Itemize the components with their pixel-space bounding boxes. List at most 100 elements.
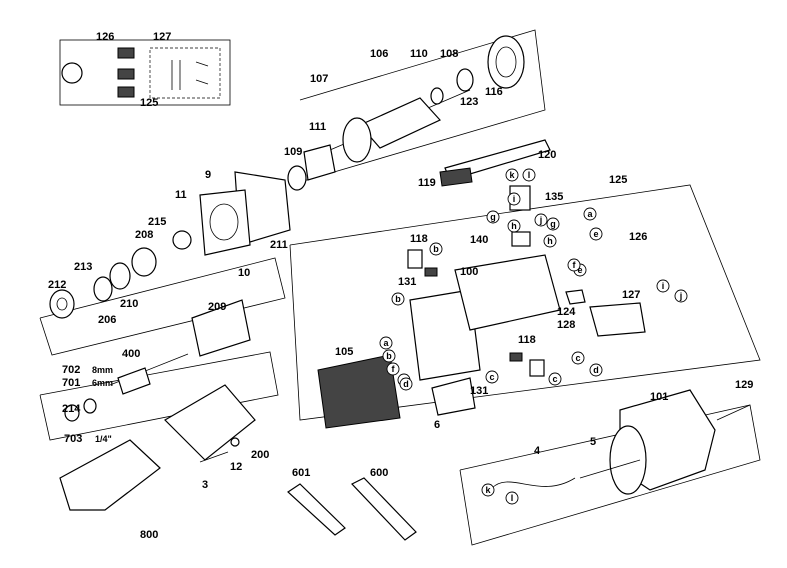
connector-letter: d bbox=[403, 379, 409, 389]
connector-letter: k bbox=[485, 485, 491, 495]
connector-e-19: e bbox=[589, 227, 603, 241]
connector-letter: g bbox=[550, 219, 556, 229]
connector-i-2: i bbox=[507, 192, 521, 206]
connector-letter: a bbox=[587, 209, 593, 219]
callout-15: 135 bbox=[545, 191, 563, 203]
baffle-111 bbox=[303, 144, 336, 181]
callout-48: 200 bbox=[251, 449, 269, 461]
switch-parts bbox=[439, 139, 551, 247]
connector-b-14: b bbox=[429, 242, 443, 256]
callout-40: 6 bbox=[434, 419, 440, 431]
connector-b-9: b bbox=[382, 349, 396, 363]
screw-129 bbox=[716, 404, 751, 421]
connector-letter: l bbox=[511, 493, 514, 503]
connector-circle bbox=[485, 370, 499, 384]
connector-c-23: c bbox=[571, 351, 585, 365]
callout-6: 108 bbox=[440, 48, 458, 60]
connector-circle bbox=[391, 292, 405, 306]
callout-26: 212 bbox=[48, 279, 66, 291]
connector-d-20: d bbox=[399, 377, 413, 391]
slide-119 bbox=[439, 167, 473, 187]
connector-circle bbox=[481, 483, 495, 497]
motor-housing bbox=[317, 249, 646, 429]
connector-g-4: g bbox=[486, 210, 500, 224]
bearing-210 bbox=[109, 262, 131, 290]
wiring-schematic bbox=[59, 39, 231, 106]
callout-39: 105 bbox=[335, 346, 353, 358]
wrench-601 bbox=[287, 483, 346, 536]
callout-7: 116 bbox=[485, 86, 503, 98]
connector-circle bbox=[386, 362, 400, 376]
grip-800 bbox=[59, 439, 161, 511]
gear-208 bbox=[131, 247, 157, 277]
field-105 bbox=[317, 354, 401, 429]
connector-letter: b bbox=[395, 294, 401, 304]
connector-circle bbox=[505, 491, 519, 505]
connector-circle bbox=[382, 349, 396, 363]
callout-54: 4 bbox=[534, 445, 541, 457]
callout-22: 215 bbox=[148, 216, 166, 228]
frame-gear bbox=[39, 257, 286, 356]
connector-circle bbox=[583, 207, 597, 221]
callout-20: 100 bbox=[460, 266, 478, 278]
connector-circle bbox=[379, 336, 393, 350]
connector-letter: c bbox=[489, 372, 494, 382]
connector-circle bbox=[567, 258, 581, 272]
connector-letter: b bbox=[433, 244, 439, 254]
connector-circle bbox=[571, 351, 585, 365]
connector-letter: e bbox=[593, 229, 598, 239]
callout-24: 211 bbox=[270, 239, 288, 251]
connector-k-25: k bbox=[481, 483, 495, 497]
callout-44: 128 bbox=[557, 319, 575, 331]
connector-letter: c bbox=[575, 353, 580, 363]
connector-c-21: c bbox=[485, 370, 499, 384]
callout-29: 210 bbox=[120, 298, 138, 310]
bearing-109 bbox=[287, 165, 307, 191]
bearing-108 bbox=[456, 68, 474, 92]
callout-35: 6mm bbox=[92, 378, 113, 388]
brush-holder-mid bbox=[117, 68, 135, 80]
connector-f-10: f bbox=[386, 362, 400, 376]
connector-circle bbox=[543, 234, 557, 248]
brush-holder-118 bbox=[407, 249, 423, 269]
connector-circle bbox=[548, 372, 562, 386]
bearing-110 bbox=[430, 87, 444, 105]
lock-washer-212 bbox=[49, 289, 75, 319]
callout-45: 127 bbox=[622, 289, 640, 301]
connector-letter: c bbox=[552, 374, 557, 384]
callout-49: 800 bbox=[140, 529, 158, 541]
connector-j-3: j bbox=[534, 213, 548, 227]
callout-31: 400 bbox=[122, 348, 140, 360]
callout-37: 703 bbox=[64, 433, 82, 445]
callout-16: 125 bbox=[609, 174, 627, 186]
connector-letter: k bbox=[509, 170, 515, 180]
callout-13: 120 bbox=[538, 149, 556, 161]
connector-j-13: j bbox=[674, 289, 688, 303]
connector-letter: j bbox=[679, 291, 683, 301]
callout-25: 10 bbox=[238, 267, 250, 279]
washer-12 bbox=[230, 437, 240, 447]
connector-circle bbox=[399, 377, 413, 391]
wrench-600 bbox=[351, 477, 417, 541]
brush-holder-bot bbox=[117, 86, 135, 98]
connector-h-7: h bbox=[543, 234, 557, 248]
connector-letter: h bbox=[511, 221, 517, 231]
callout-36: 214 bbox=[62, 403, 81, 415]
connector-h-5: h bbox=[507, 219, 521, 233]
armature-windings bbox=[359, 97, 441, 149]
wrenches bbox=[287, 477, 417, 541]
connector-letter: f bbox=[573, 260, 577, 270]
pinion-215 bbox=[172, 230, 192, 250]
callout-2: 125 bbox=[140, 97, 158, 109]
callout-5: 110 bbox=[410, 48, 428, 60]
connector-circle bbox=[656, 279, 670, 293]
callout-50: 601 bbox=[292, 467, 310, 479]
housing-100-body bbox=[454, 254, 561, 331]
callout-47: 12 bbox=[230, 461, 242, 473]
connector-letter: l bbox=[528, 170, 531, 180]
connector-g-6: g bbox=[546, 217, 560, 231]
screw-3 bbox=[199, 451, 229, 463]
connector-letter: h bbox=[547, 236, 553, 246]
